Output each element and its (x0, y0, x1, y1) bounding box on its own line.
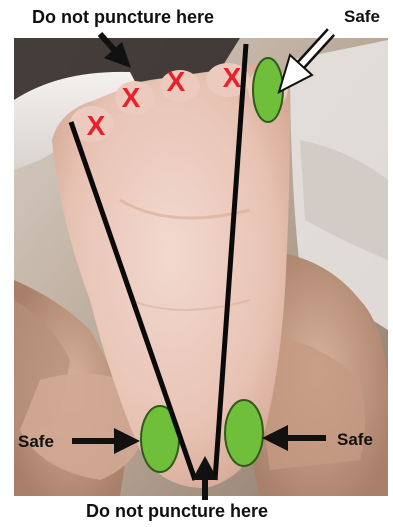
safe-zone-heel-right (225, 400, 263, 466)
x-mark: X (87, 110, 106, 141)
safe-zone-toe (253, 58, 283, 122)
safe-right-label: Safe (337, 431, 373, 448)
safe-left-label: Safe (18, 433, 54, 450)
x-mark: X (122, 82, 141, 113)
x-mark: X (167, 66, 186, 97)
bottom-warning-label: Do not puncture here (86, 502, 268, 520)
photo (14, 38, 388, 496)
safe-top-label: Safe (344, 8, 380, 25)
x-mark: X (223, 62, 242, 93)
top-warning-label: Do not puncture here (32, 8, 214, 26)
